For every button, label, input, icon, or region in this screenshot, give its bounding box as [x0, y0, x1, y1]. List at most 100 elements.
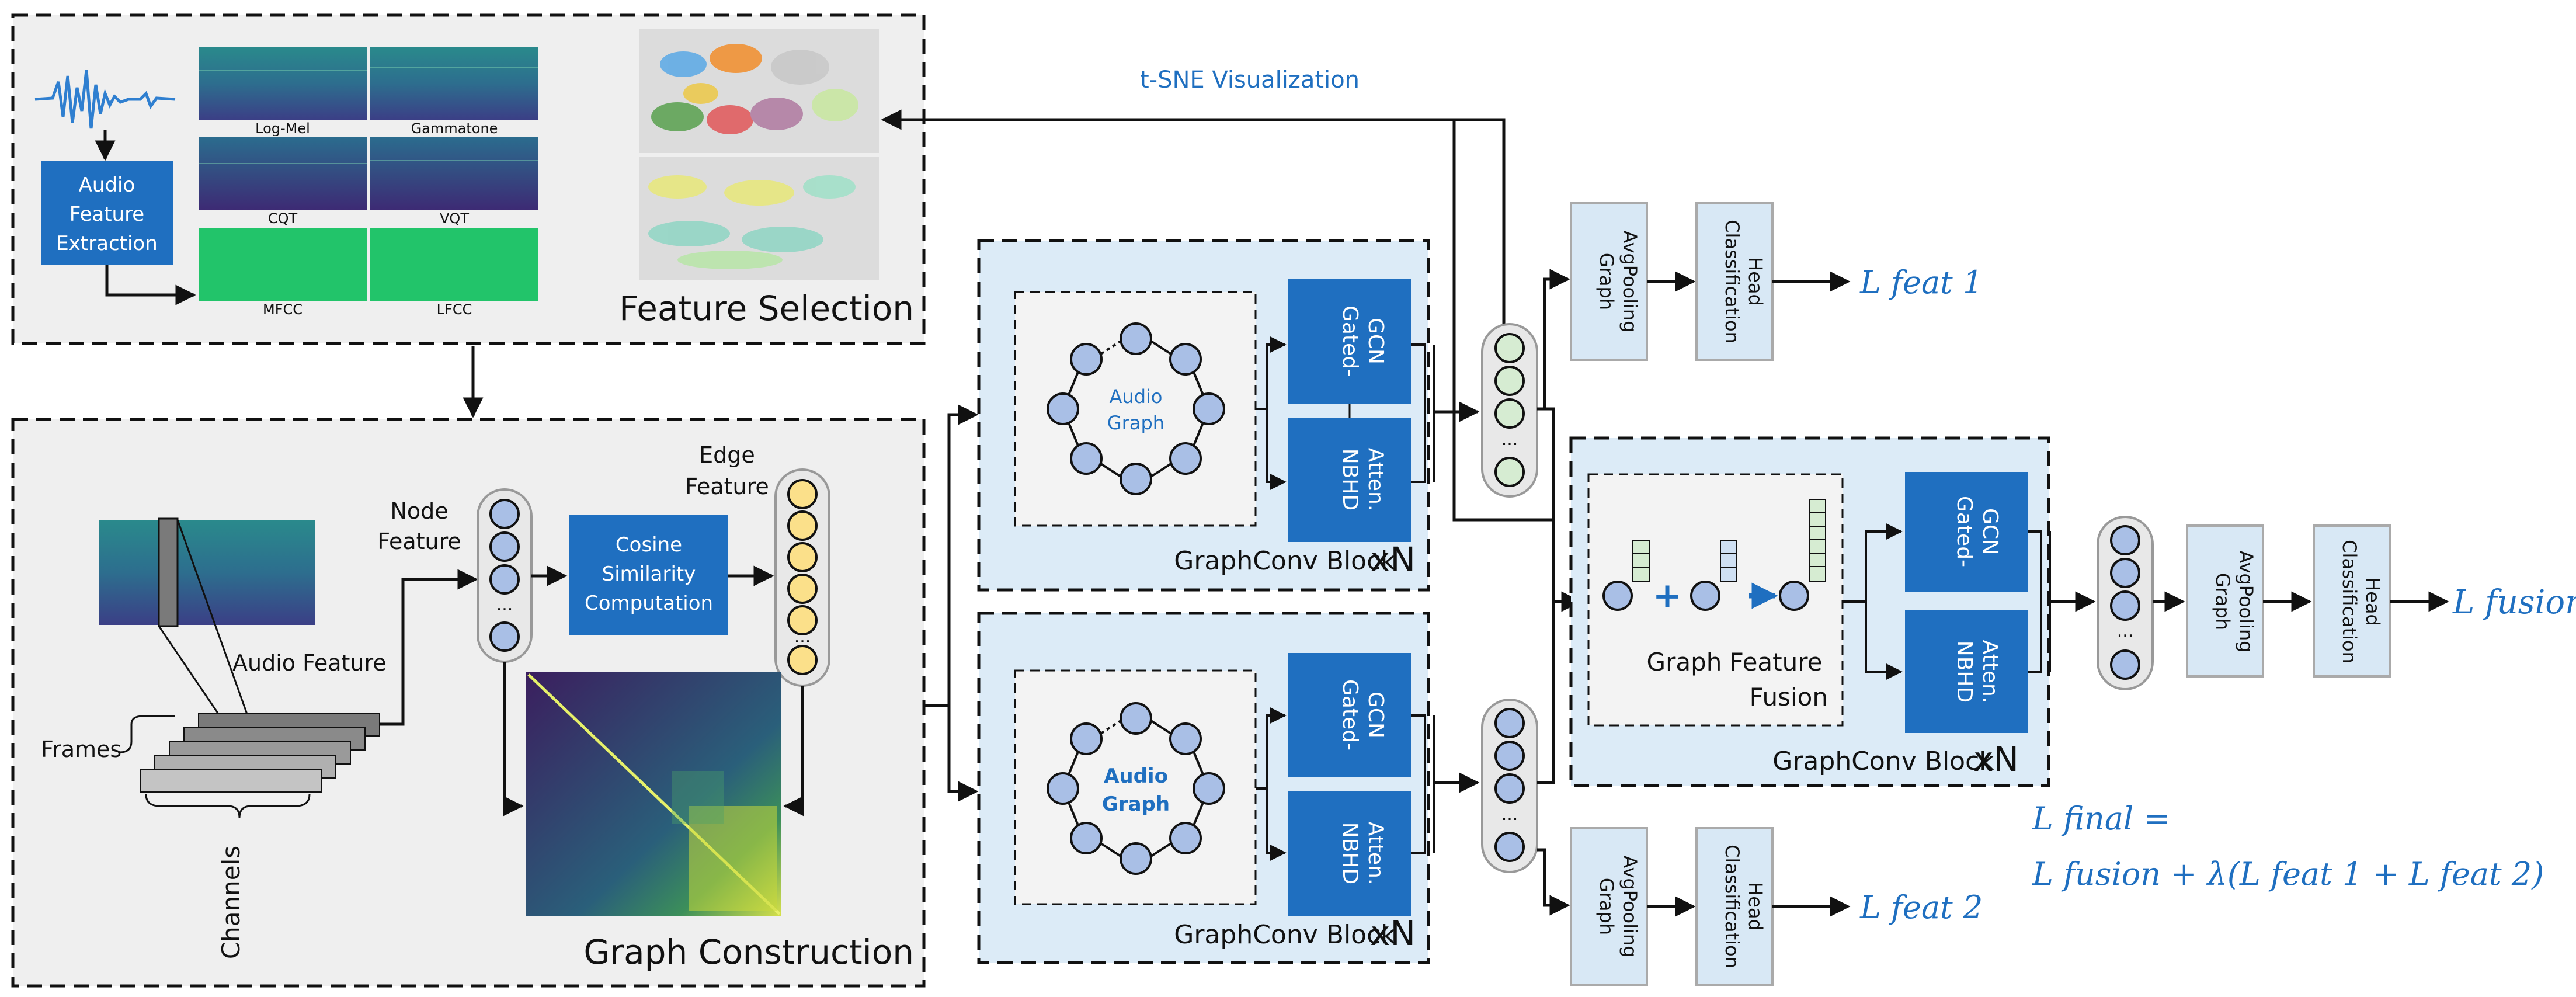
nbhd-bottom-label-2: Atten.: [1364, 822, 1388, 885]
spectrogram-grid: Log-Mel Gammatone CQT VQT MFCC LFCC: [199, 47, 538, 318]
audio-feature-label: Audio Feature: [232, 650, 387, 676]
frames-label: Frames: [41, 737, 121, 762]
nbhd-atten-box-bottom: [1288, 791, 1411, 916]
mfcc-label: MFCC: [263, 301, 303, 318]
top-output-vector: ...: [1481, 323, 1538, 498]
gated-gcn-fusion-label-1: Gated-: [1952, 496, 1976, 567]
graphconv-repeat-top: xN: [1370, 540, 1416, 579]
loss-feat-2: L feat 2: [1859, 889, 1983, 926]
fusion-illustration: +: [1602, 499, 1826, 616]
adjacency-heatmap: [526, 672, 781, 916]
feature-selection-title: Feature Selection: [619, 289, 914, 328]
audio-spectrogram: [99, 520, 315, 625]
audio-graph-bottom-label-2: Graph: [1102, 793, 1170, 816]
cosine-label-3: Computation: [585, 592, 713, 615]
pooling-fusion-label-1: Graph: [2212, 573, 2234, 630]
gated-gcn-label-2: GCN: [1364, 318, 1388, 364]
graph-construction-title: Graph Construction: [583, 932, 914, 972]
graph-avgpooling-top: [1570, 202, 1648, 361]
classification-bottom-label-1: Classification: [1721, 845, 1743, 968]
nbhd-fusion-label-1: NBHD: [1952, 641, 1976, 703]
node-feature-label-2: Feature: [377, 529, 461, 554]
tsne-visualization-label: t-SNE Visualization: [1140, 67, 1360, 93]
edge-ellipsis: ...: [794, 627, 811, 647]
lfcc-spectrogram: [370, 228, 538, 301]
classification-top-label-1: Classification: [1721, 220, 1743, 343]
loss-final-line-1: L final =: [2032, 800, 2170, 837]
top-vector-ellipsis: ...: [1501, 429, 1518, 450]
nbhd-label-2: Atten.: [1364, 448, 1388, 512]
log-mel-spectrogram: [199, 47, 367, 120]
edge-feature-label-2: Feature: [685, 474, 769, 499]
nbhd-atten-box-top: [1288, 418, 1411, 542]
gammatone-label: Gammatone: [411, 120, 498, 137]
nbhd-label-1: NBHD: [1338, 449, 1362, 510]
gated-gcn-box-fusion: [1905, 472, 2028, 592]
loss-fusion: L fusion: [2452, 583, 2576, 621]
bottom-output-vector: ...: [1481, 699, 1538, 873]
audio-graph-label-2: Graph: [1107, 412, 1164, 434]
lfcc-label: LFCC: [437, 301, 472, 318]
feature-selection-panel: Audio Feature Extraction Log-Mel Gammato…: [11, 13, 926, 345]
gated-gcn-fusion-label-2: GCN: [1978, 508, 2002, 555]
gated-gcn-box-top: [1288, 279, 1411, 404]
classification-head-top: [1695, 202, 1774, 361]
frame-stack: [140, 713, 380, 793]
cqt-label: CQT: [268, 210, 298, 227]
graphconv-repeat-bottom: xN: [1370, 913, 1416, 953]
audio-graph-label-1: Audio: [1110, 385, 1163, 408]
classification-top-label-2: Head: [1744, 257, 1767, 306]
audio-feature-extraction-box: [41, 161, 173, 265]
graphconv-repeat-fusion: xN: [1973, 739, 2019, 779]
nbhd-atten-box-fusion: [1905, 610, 2028, 733]
loss-final-line-2: L fusion + λ(L feat 1 + L feat 2): [2032, 856, 2544, 892]
node-ellipsis: ...: [496, 595, 513, 615]
frame-slice: [158, 517, 179, 627]
waveform-icon: [34, 70, 176, 129]
node-feature-label-1: Node: [390, 498, 448, 524]
log-mel-label: Log-Mel: [255, 120, 310, 137]
gated-gcn-label-1: Gated-: [1338, 305, 1362, 377]
extraction-label-3: Extraction: [56, 232, 158, 255]
graphconv-title-bottom: GraphConv Block: [1174, 920, 1396, 950]
fusion-vector-ellipsis: ...: [2117, 621, 2134, 641]
gated-gcn-bottom-label-2: GCN: [1364, 692, 1388, 738]
graphconv-title-fusion: GraphConv Block: [1772, 746, 1994, 776]
pooling-bottom-label-2: AvgPooling: [1619, 856, 1641, 958]
fusion-output-vector: ...: [2097, 516, 2154, 690]
gated-gcn-box-bottom: [1288, 653, 1411, 777]
graph-avgpooling-bottom: [1570, 827, 1648, 986]
cosine-similarity-box: [569, 515, 728, 635]
bottom-vector-ellipsis: ...: [1501, 804, 1518, 825]
audio-graph-bottom: [1047, 702, 1225, 875]
pooling-bottom-label-1: Graph: [1595, 878, 1618, 935]
pooling-fusion-label-2: AvgPooling: [2235, 551, 2257, 653]
classification-head-fusion: [2313, 524, 2391, 678]
cosine-label-2: Similarity: [602, 562, 696, 586]
graphconv-block-top: Audio Graph Gated- GCN NBHD Atten. Graph…: [977, 239, 1435, 592]
classification-bottom-label-2: Head: [1744, 882, 1767, 931]
cqt-spectrogram: [199, 137, 367, 210]
nbhd-fusion-label-2: Atten.: [1978, 640, 2002, 704]
fusion-graphconv-block: + Graph Feature Fusion Gated- GCN NBHD A…: [1569, 436, 2051, 787]
vqt-spectrogram: [370, 137, 538, 210]
channels-label: Channels: [217, 846, 245, 959]
plus-icon: +: [1653, 575, 1682, 616]
gated-gcn-bottom-label-1: Gated-: [1338, 679, 1362, 751]
feature-fusion-label-2: Fusion: [1750, 683, 1828, 711]
audio-graph-bottom-label-1: Audio: [1104, 765, 1168, 788]
feature-fusion-label-1: Graph Feature: [1647, 648, 1823, 676]
vqt-label: VQT: [440, 210, 469, 227]
graphconv-block-bottom: Audio Graph Gated- GCN NBHD Atten. Graph…: [977, 612, 1435, 964]
classification-fusion-label-2: Head: [2362, 577, 2384, 626]
nbhd-bottom-label-1: NBHD: [1338, 822, 1362, 884]
tsne-plots: [639, 29, 879, 280]
graphconv-title-top: GraphConv Block: [1174, 546, 1396, 576]
graph-construction-panel: Audio Feature Frames Channels Node Featu…: [11, 418, 926, 988]
extraction-label-2: Feature: [69, 203, 144, 226]
mfcc-spectrogram: [199, 228, 367, 301]
pooling-top-label-1: Graph: [1595, 253, 1618, 310]
audio-graph-top: [1047, 322, 1225, 495]
loss-feat-1: L feat 1: [1859, 264, 1983, 301]
